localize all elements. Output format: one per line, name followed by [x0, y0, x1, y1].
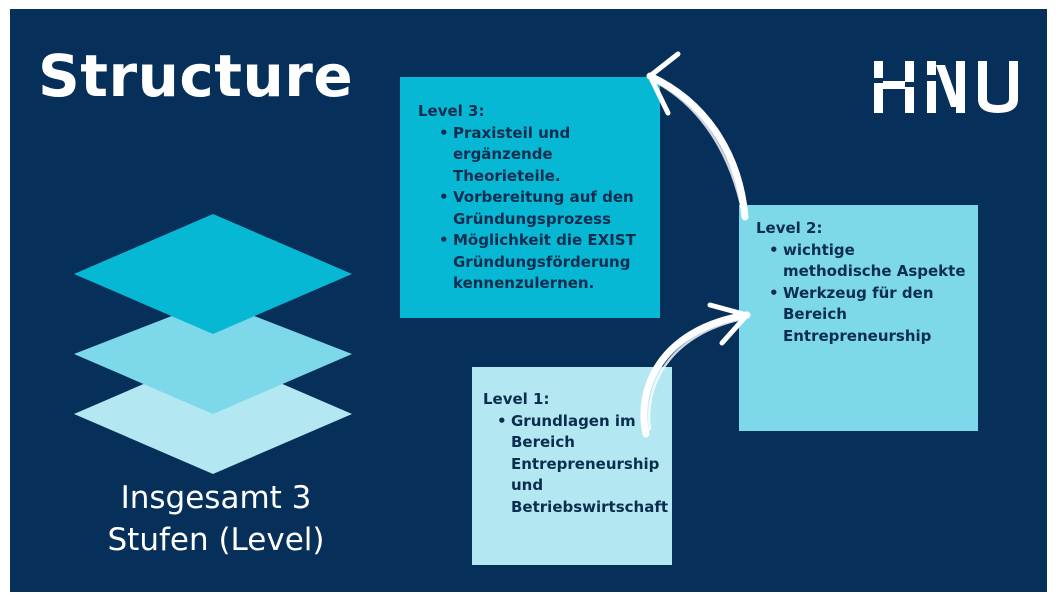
level-1-list: Grundlagen im Bereich Entrepreneurship u… — [483, 411, 668, 519]
level-3-box: Level 3: Praxisteil und ergänzende Theor… — [400, 77, 660, 318]
caption-line-1: Insgesamt 3 — [120, 480, 312, 516]
level-2-heading: Level 2: — [756, 219, 823, 237]
list-item: wichtige methodische Aspekte — [769, 240, 968, 283]
level-2-list: wichtige methodische Aspekte Werkzeug fü… — [756, 240, 968, 348]
list-item: Praxisteil und ergänzende Theorieteile. — [439, 123, 642, 188]
curved-arrow-icon — [646, 51, 749, 221]
caption-line-2: Stufen (Level) — [107, 522, 325, 558]
caption: Insgesamt 3 Stufen (Level) — [80, 477, 352, 561]
layers-icon — [74, 214, 352, 474]
level-3-heading: Level 3: — [418, 102, 485, 120]
level-2-box: Level 2: wichtige methodische Aspekte We… — [739, 205, 978, 431]
list-item: Werkzeug für den Bereich Entrepreneurshi… — [769, 283, 968, 348]
hnu-logo — [874, 61, 1018, 113]
list-item: Grundlagen im Bereich Entrepreneurship u… — [497, 411, 668, 519]
level-1-box: Level 1: Grundlagen im Bereich Entrepren… — [472, 367, 672, 565]
slide-title: Structure — [38, 42, 354, 110]
list-item: Möglichkeit die EXIST Gründungsförderung… — [439, 230, 642, 295]
level-3-list: Praxisteil und ergänzende Theorieteile. … — [418, 123, 642, 295]
list-item: Vorbereitung auf den Gründungsprozess — [439, 187, 642, 230]
slide: Structure Insgesamt 3 Stufen (Level) — [10, 9, 1047, 592]
level-1-heading: Level 1: — [483, 390, 550, 408]
